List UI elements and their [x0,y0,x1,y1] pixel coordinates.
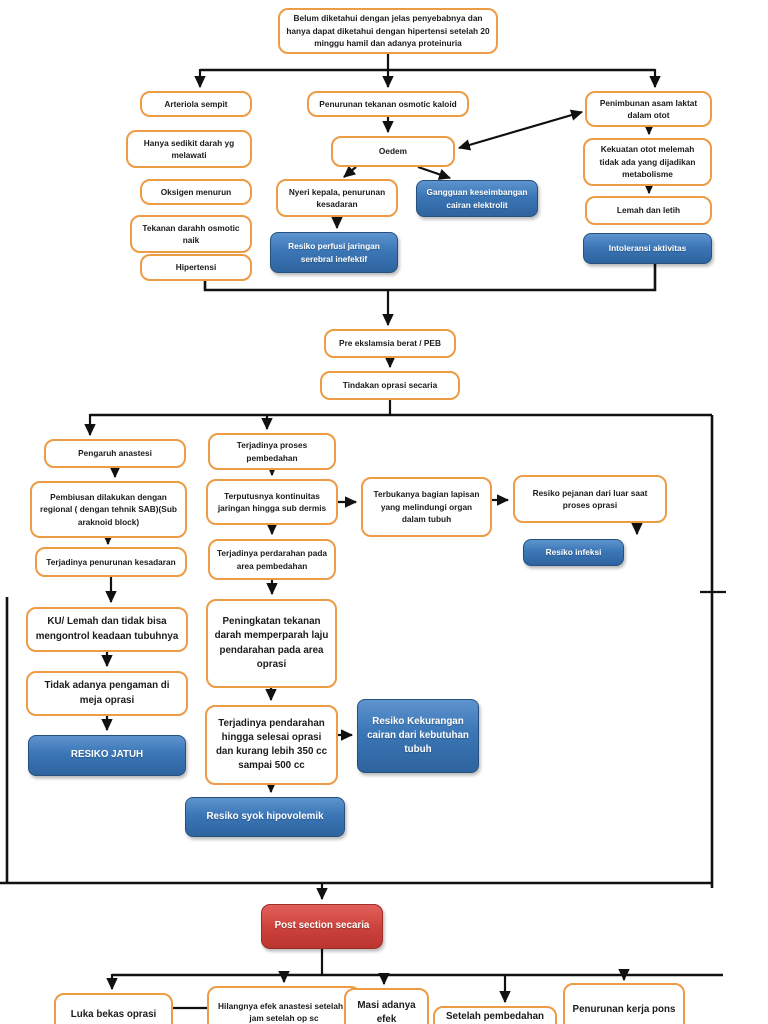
node-kekuatan-otot-melemah: Kekuatan otot melemah tidak ada yang dij… [583,138,712,186]
node-terbukanya-lapisan: Terbukanya bagian lapisan yang melindung… [361,477,492,537]
node-oksigen-menurun: Oksigen menurun [140,179,252,205]
node-resiko-pejanan-luar: Resiko pejanan dari luar saat proses opr… [513,475,667,523]
node-oedem: Oedem [331,136,455,167]
node-terjadinya-proses-pembedahan: Terjadinya proses pembedahan [208,433,336,470]
arrow-oedem-penimbunan-double [457,109,584,151]
node-terjadinya-perdarahan-area: Terjadinya perdarahan pada area pembedah… [208,539,336,580]
node-pre-eklamsia-berat: Pre ekslamsia berat / PEB [324,329,456,358]
node-ku-lemah: KU/ Lemah dan tidak bisa mengontrol kead… [26,607,188,652]
node-masi-adanya-efek: Masi adanya efek [344,988,429,1024]
node-risk-perfusi-serebral: Resiko perfusi jaringan serebral inefekt… [270,232,398,273]
node-risk-kekurangan-cairan: Resiko Kekurangan cairan dari kebutuhan … [357,699,479,773]
node-risk-infeksi: Resiko infeksi [523,539,624,566]
node-risk-syok-hipovolemik: Resiko syok hipovolemik [185,797,345,837]
node-hilangnya-efek-anastesi: Hilangnya efek anastesi setelah 2 jam se… [207,986,361,1024]
node-penimbunan-asam-laktat: Penimbunan asam laktat dalam otot [585,91,712,127]
node-terputusnya-kontinuitas: Terputusnya kontinuitas jaringan hingga … [206,479,338,525]
node-tindakan-oprasi: Tindakan oprasi secaria [320,371,460,400]
arrow-oedem-gangguan [417,165,452,180]
node-luka-bekas-oprasi: Luka bekas oprasi [54,993,173,1024]
node-arteriola-sempit: Arteriola sempit [140,91,252,117]
node-nyeri-kepala: Nyeri kepala, penurunan kesadaran [276,179,398,217]
node-penurunan-kerja-pons: Penurunan kerja pons [563,983,685,1024]
node-terjadinya-penurunan-kesadaran: Terjadinya penurunan kesadaran [35,547,187,577]
node-risk-gangguan-keseimbangan: Gangguan keseimbangan cairan elektrolit [416,180,538,217]
arrow-oedem-nyeri [343,165,357,178]
node-hipertensi: Hipertensi [140,254,252,281]
node-pengaruh-anastesi: Pengaruh anastesi [44,439,186,468]
node-root-cause: Belum diketahui dengan jelas penyebabnya… [278,8,498,54]
node-setelah-pembedahan-sc: Setelah pembedahan SC [433,1006,557,1024]
node-peningkatan-tekanan-darah: Peningkatan tekanan darah memperparah la… [206,599,337,688]
node-tekanan-darah-osmotic: Tekanan darahh osmotic naik [130,215,252,253]
node-hanya-sedikit-darah: Hanya sedikit darah yg melawati [126,130,252,168]
node-penurunan-tekanan-osmotic: Penurunan tekanan osmotic kaloid [307,91,469,117]
node-risk-intoleransi-aktivitas: Intoleransi aktivitas [583,233,712,264]
node-lemah-dan-letih: Lemah dan letih [585,196,712,225]
node-post-section-secaria: Post section secaria [261,904,383,949]
node-pembiusan-regional: Pembiusan dilakukan dengan regional ( de… [30,481,187,538]
node-tidak-adanya-pengaman: Tidak adanya pengaman di meja oprasi [26,671,188,716]
node-pendarahan-350-500cc: Terjadinya pendarahan hingga selesai opr… [205,705,338,785]
node-risk-jatuh: RESIKO JATUH [28,735,186,776]
